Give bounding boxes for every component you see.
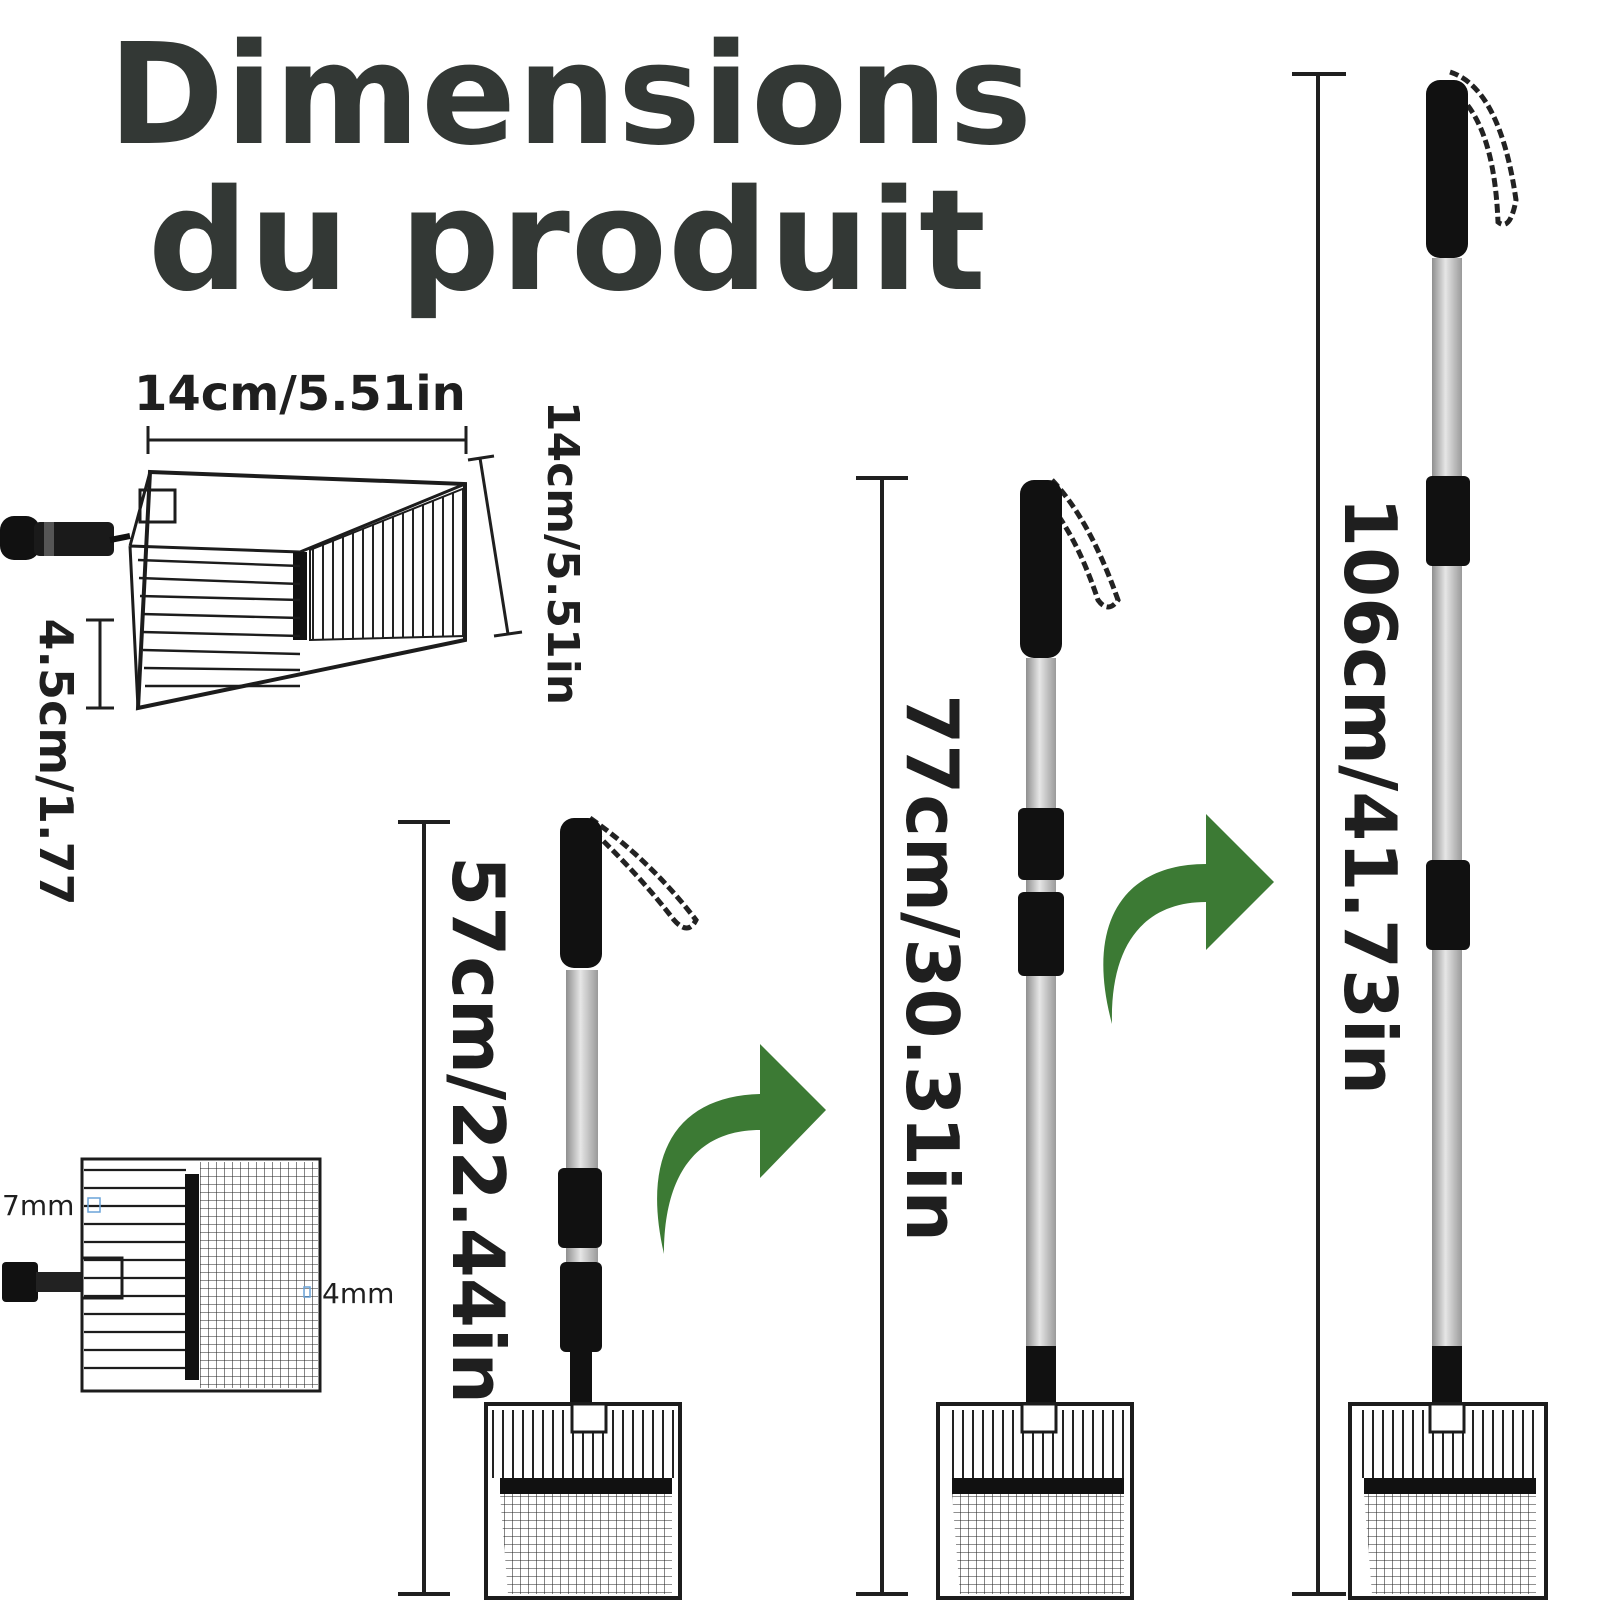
scooper-short [484,815,699,1600]
green-arrow-icon [1103,814,1274,1024]
length-dimension-lines [398,72,1346,1596]
scooper-medium [936,478,1134,1600]
scoop-top-view-illustration [2,1157,322,1393]
title-line-1: Dimensions [108,14,1034,177]
basket-width-label: 14cm/5.51in [134,366,466,422]
length-long-label: 106cm/41.73in [1328,497,1412,1095]
title-line-2: du produit [148,160,987,323]
length-medium-label: 77cm/30.31in [890,694,974,1242]
mesh-large-gap-label: 7mm [2,1189,75,1222]
basket-dimension-lines [86,426,523,710]
length-short-label: 57cm/22.44in [436,856,520,1404]
basket-perspective-illustration [0,469,467,711]
scooper-long [1348,69,1548,1600]
basket-height-label: 4.5cm/1.77 [29,618,83,906]
basket-depth-label: 14cm/5.51in [537,400,588,706]
green-arrow-icon [657,1044,826,1254]
mesh-small-gap-label: 4mm [322,1277,395,1310]
